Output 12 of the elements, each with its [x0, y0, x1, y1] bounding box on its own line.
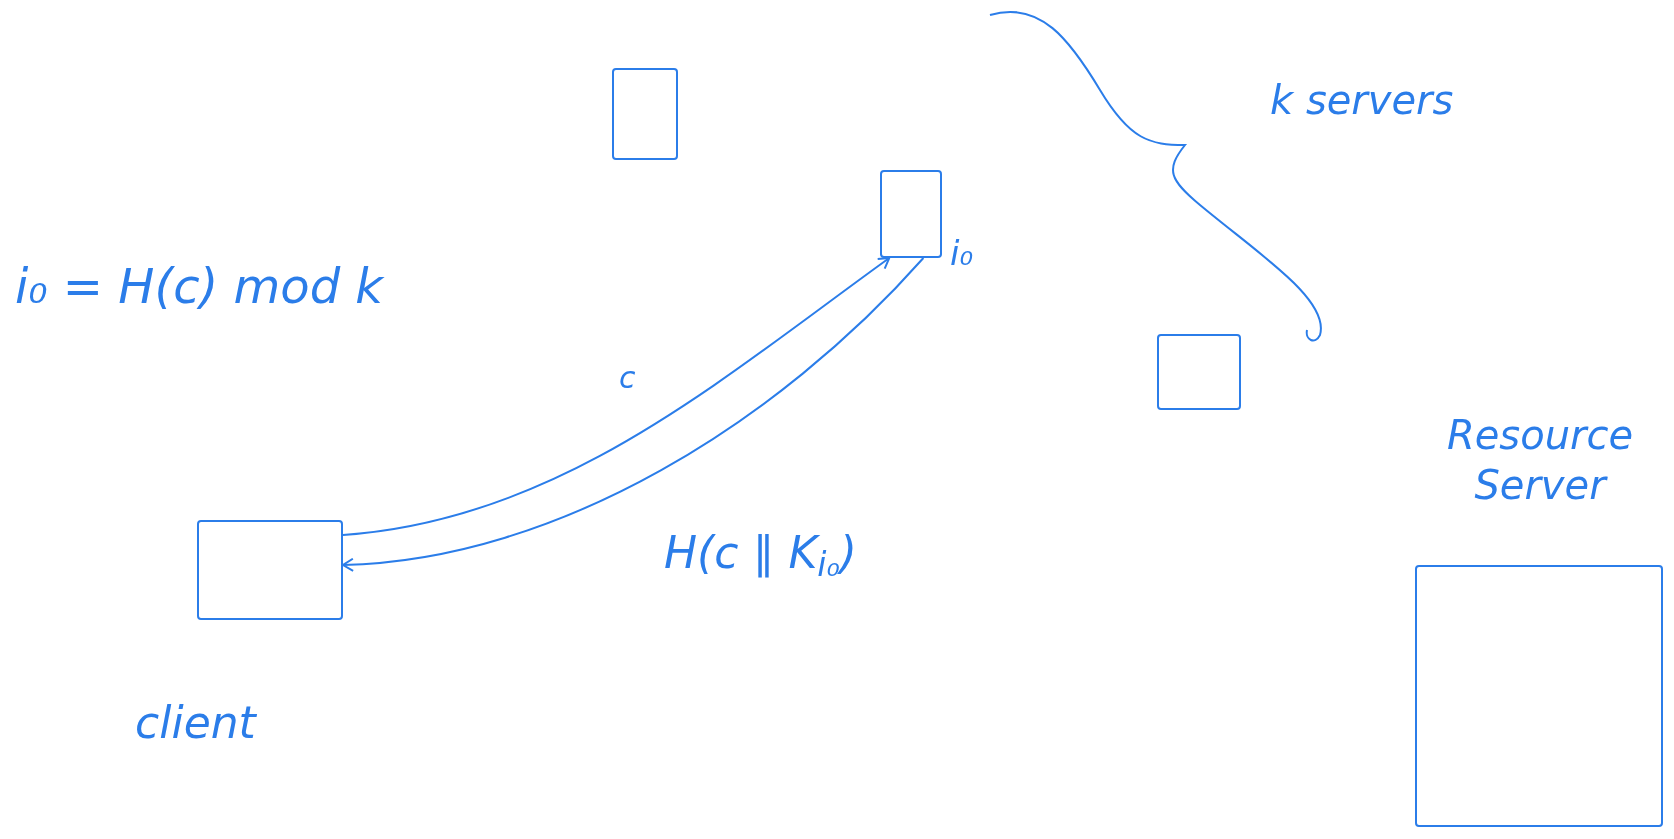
formula: i₀ = H(c) mod k [15, 257, 384, 316]
arrow [342, 257, 891, 536]
brace-label: k servers [1270, 76, 1454, 125]
server-box [880, 170, 942, 258]
resource-server-box [1415, 565, 1663, 827]
client-box [197, 520, 343, 620]
server-heading: Resource Server [1445, 411, 1635, 510]
node-caption: i₀ [950, 232, 974, 275]
node-caption: client [135, 696, 256, 750]
server-box [612, 68, 678, 160]
arrow [342, 257, 925, 572]
server-box [1157, 334, 1241, 410]
